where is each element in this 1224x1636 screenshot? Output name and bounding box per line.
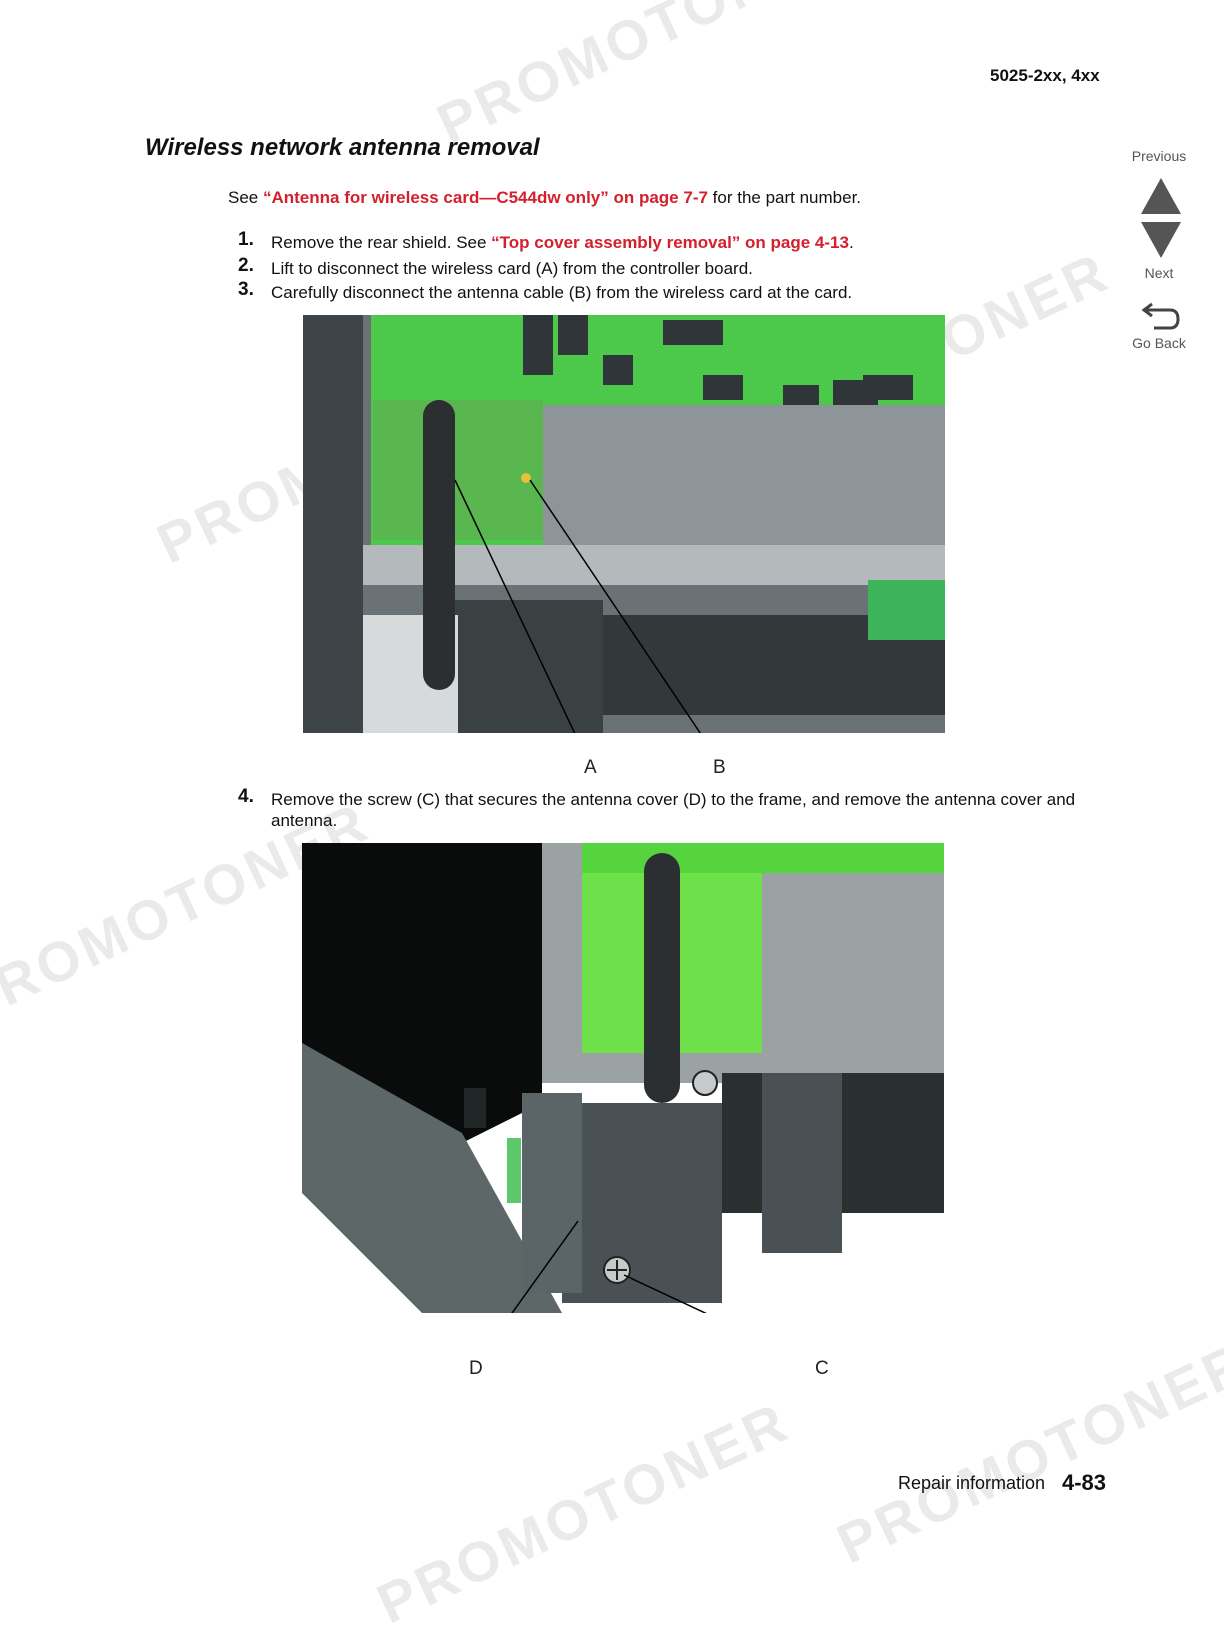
nav-arrows (1141, 178, 1181, 258)
callout-b: B (713, 757, 726, 778)
step-number: 3. (238, 279, 254, 300)
step-text: Lift to disconnect the wireless card (A)… (271, 259, 753, 278)
go-back-label[interactable]: Go Back (1132, 335, 1186, 351)
watermark: PROMOTONER (367, 1389, 799, 1636)
step-text: Remove the rear shield. See (271, 233, 492, 252)
watermark: PROMOTONER (427, 0, 859, 156)
watermark: PROMOTONER (827, 1329, 1224, 1576)
next-arrow-icon[interactable] (1141, 222, 1181, 258)
step-number: 4. (238, 786, 254, 807)
part-number-link[interactable]: “Antenna for wireless card—C544dw only” … (262, 188, 708, 207)
previous-arrow-icon[interactable] (1141, 178, 1181, 214)
callout-a: A (584, 757, 597, 778)
previous-label[interactable]: Previous (1131, 148, 1187, 164)
step-text: Carefully disconnect the antenna cable (… (271, 283, 853, 302)
intro-suffix: for the part number. (707, 188, 862, 207)
go-back-icon[interactable] (1140, 298, 1184, 334)
figure-antenna-cover (302, 843, 944, 1313)
footer-section: Repair information (898, 1473, 1046, 1493)
step-suffix: . (848, 233, 854, 252)
intro-paragraph: See “Antenna for wireless card—C544dw on… (228, 188, 861, 208)
section-title: Wireless network antenna removal (145, 134, 540, 161)
model-number: 5025-2xx, 4xx (990, 66, 1100, 85)
callout-leader-d (511, 1220, 579, 1313)
intro-prefix: See (228, 188, 263, 207)
callout-leader-b (529, 479, 702, 733)
figure-wireless-card (303, 315, 945, 733)
step-text: Remove the screw (C) that secures the an… (271, 790, 1076, 830)
callout-c: C (815, 1358, 829, 1379)
step-number: 1. (238, 229, 254, 250)
top-cover-link[interactable]: “Top cover assembly removal” on page 4-1… (491, 233, 849, 252)
step-number: 2. (238, 255, 254, 276)
callout-d: D (469, 1358, 483, 1379)
page-number: 4-83 (1062, 1470, 1107, 1495)
callout-leader-c (623, 1274, 707, 1313)
callout-leader-a (454, 479, 576, 733)
next-label[interactable]: Next (1144, 265, 1174, 281)
